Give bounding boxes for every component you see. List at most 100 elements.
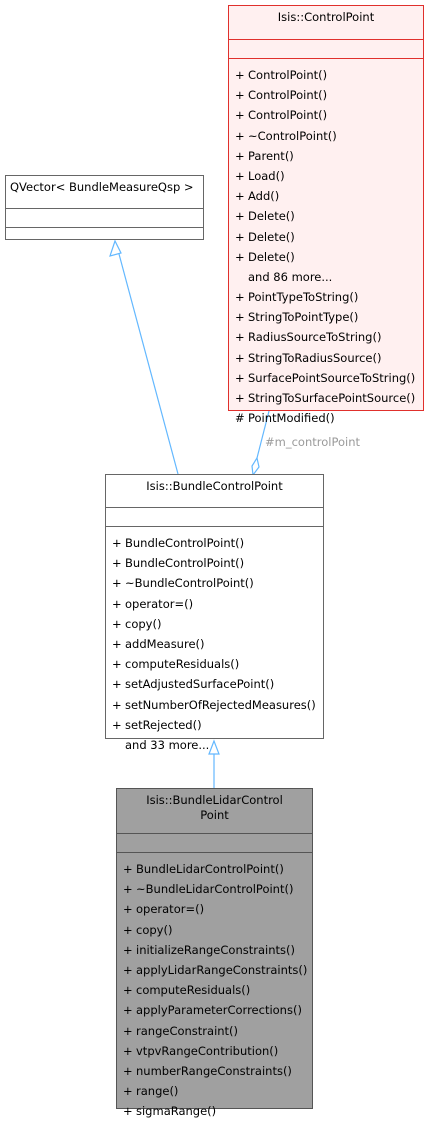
operation-item[interactable]: +RadiusSourceToString() [229,327,423,347]
operation-name: ControlPoint() [248,108,328,123]
operation-item[interactable]: +setRejected() [106,715,323,735]
operation-item[interactable]: +range() [117,1081,312,1101]
operation-item[interactable]: +initializeRangeConstraints() [117,940,312,960]
operation-item[interactable]: +~ControlPoint() [229,126,423,146]
operation-name: Delete() [248,249,295,264]
class-box-qvector[interactable]: QVector< BundleMeasureQsp > [5,175,204,240]
visibility-marker: + [123,1023,133,1038]
inherit-arrowhead-qvector [109,239,122,257]
class-operations: +ControlPoint()+ControlPoint()+ControlPo… [229,59,423,428]
operation-item[interactable]: +operator=() [117,899,312,919]
operation-name: Delete() [248,229,295,244]
operation-name: operator=() [136,902,205,917]
operation-item[interactable]: +SurfacePointSourceToString() [229,368,423,388]
more-members-link[interactable]: and 33 more... [106,735,323,755]
operation-name: ControlPoint() [248,68,328,82]
operation-item[interactable]: +setAdjustedSurfacePoint() [106,674,323,694]
visibility-marker: + [235,148,245,163]
operation-name: Add() [248,189,280,204]
visibility-marker: + [235,128,245,143]
operation-item[interactable]: +sigmaRange() [117,1101,312,1121]
class-title: Isis::ControlPoint [229,6,423,40]
class-title: Isis::BundleLidarControl Point [117,789,312,834]
class-box-control-point[interactable]: Isis::ControlPoint +ControlPoint()+Contr… [228,5,424,425]
class-operations: +BundleLidarControlPoint()+~BundleLidarC… [117,853,312,1121]
operation-item[interactable]: +ControlPoint() [229,105,423,125]
operation-item[interactable]: +Parent() [229,146,423,166]
operation-item[interactable]: +vtpvRangeContribution() [117,1041,312,1061]
operation-item[interactable]: +Delete() [229,227,423,247]
more-members-link[interactable]: and 86 more... [229,267,423,287]
operation-item[interactable]: +StringToSurfacePointSource() [229,388,423,408]
operation-item[interactable]: +Load() [229,166,423,186]
operation-name: setRejected() [125,717,202,732]
operation-item[interactable]: +copy() [106,614,323,634]
operation-name: StringToRadiusSource() [248,350,382,365]
operation-name: operator=() [125,596,194,611]
operation-item[interactable]: +computeResiduals() [117,980,312,1000]
visibility-marker: + [112,636,122,651]
visibility-marker: + [235,391,245,405]
operation-item[interactable]: +setNumberOfRejectedMeasures() [106,695,323,715]
operation-item[interactable]: +operator=() [106,594,323,614]
operation-name: copy() [136,922,173,937]
operation-name: setAdjustedSurfacePoint() [125,677,275,692]
visibility-marker: + [123,1003,133,1018]
operation-name: ~BundleLidarControlPoint() [136,882,294,897]
visibility-marker: + [112,717,122,732]
visibility-marker: + [235,290,245,305]
operation-item[interactable]: +BundleControlPoint() [106,553,323,573]
operation-name: rangeConstraint() [136,1023,239,1038]
visibility-marker: + [235,249,245,264]
operation-item[interactable]: #PointModified() [229,408,423,428]
operation-item[interactable]: +ControlPoint() [229,85,423,105]
operation-item[interactable]: +rangeConstraint() [117,1021,312,1041]
operation-name: computeResiduals() [125,657,240,672]
operation-name: applyLidarRangeConstraints() [136,962,308,977]
operation-name: StringToSurfacePointSource() [248,391,416,405]
operation-name: BundleControlPoint() [125,556,245,571]
operation-item[interactable]: +Delete() [229,247,423,267]
operation-name: Load() [248,168,285,183]
operation-item[interactable]: +numberRangeConstraints() [117,1061,312,1081]
operation-item[interactable]: +applyParameterCorrections() [117,1000,312,1020]
visibility-marker: + [112,596,122,611]
operation-item[interactable]: +BundleControlPoint() [106,533,323,553]
operation-name: Delete() [248,209,295,224]
operation-item[interactable]: +copy() [117,920,312,940]
class-attributes [229,40,423,59]
visibility-marker: + [112,677,122,692]
operation-item[interactable]: +addMeasure() [106,634,323,654]
operation-item[interactable]: +applyLidarRangeConstraints() [117,960,312,980]
operation-item[interactable]: +~BundleControlPoint() [106,573,323,593]
operation-item[interactable]: +StringToRadiusSource() [229,348,423,368]
visibility-marker: + [123,1104,133,1119]
operation-item[interactable]: +computeResiduals() [106,654,323,674]
visibility-marker: + [112,536,122,550]
operation-item[interactable]: +~BundleLidarControlPoint() [117,879,312,899]
operation-item[interactable]: +StringToPointType() [229,307,423,327]
operation-name: addMeasure() [125,636,205,651]
class-box-bundle-control-point[interactable]: Isis::BundleControlPoint +BundleControlP… [105,474,324,752]
operation-name: numberRangeConstraints() [136,1063,292,1078]
visibility-marker: + [123,922,133,937]
visibility-marker: + [123,902,133,917]
operation-item[interactable]: +PointTypeToString() [229,287,423,307]
operation-name: Parent() [248,148,294,163]
visibility-marker: + [112,556,122,571]
operation-name: PointModified() [248,411,335,426]
operation-name: sigmaRange() [136,1104,217,1119]
visibility-marker: + [235,168,245,183]
operation-item[interactable]: +ControlPoint() [229,65,423,85]
edge-composition-controlpoint [256,410,270,459]
operation-name: ~BundleControlPoint() [125,576,254,591]
inherit-arrowhead-bundle [208,739,220,755]
operation-name: computeResiduals() [136,983,251,998]
visibility-marker: # [235,411,245,426]
operation-name: and 33 more... [125,737,210,752]
class-title: Isis::BundleControlPoint [106,475,323,508]
operation-name: ControlPoint() [248,88,328,103]
operation-item[interactable]: +Add() [229,186,423,206]
operation-item[interactable]: +BundleLidarControlPoint() [117,859,312,879]
operation-item[interactable]: +Delete() [229,206,423,226]
